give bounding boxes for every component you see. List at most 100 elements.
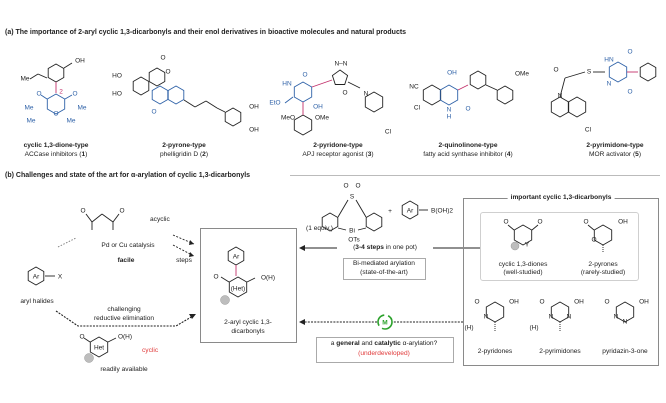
- dashed-arrow: [172, 244, 195, 257]
- bi-reagent-atom: O: [355, 183, 360, 190]
- facile-label: facile: [117, 257, 135, 264]
- compound-1-number: 1: [79, 151, 87, 158]
- arrowhead: [189, 240, 194, 245]
- class-cyclic-diones: cyclic 1,3-diones: [498, 261, 548, 268]
- bond: [83, 337, 91, 343]
- important-box-title: important cyclic 1,3-dicarbonyls: [507, 194, 615, 202]
- pyrimidone-atom: O: [539, 299, 544, 306]
- ar-label: Ar: [233, 254, 240, 261]
- dotted-connector: [57, 237, 77, 248]
- compound-4-atom: NC: [409, 84, 419, 91]
- compound-2-atom: HO: [112, 73, 122, 80]
- pyridazinone-atom: N: [614, 314, 619, 321]
- question-part: α-arylation?: [400, 340, 438, 347]
- compound-4-atom: OMe: [515, 71, 529, 78]
- bi-mediated-line-1: Bi-mediated arylation: [353, 260, 415, 267]
- ar-label: Ar: [33, 274, 40, 281]
- question-box: [316, 337, 454, 363]
- dione-ring: [46, 93, 66, 115]
- benzene-ring: [132, 76, 150, 96]
- bond: [194, 100, 207, 108]
- question-part: and: [359, 340, 375, 347]
- pyridone-ring: [293, 81, 313, 103]
- bond: [37, 73, 48, 79]
- bi-reagent-atom: Bi: [349, 228, 355, 235]
- boronic-acid-label: B(OH)2: [431, 208, 453, 215]
- compound-3-atom: N: [364, 91, 369, 98]
- pyridone-atom: O: [474, 299, 479, 306]
- bond: [357, 227, 367, 231]
- underdeveloped-label: (underdeveloped): [358, 350, 410, 357]
- compound-5-atom: O: [627, 89, 632, 96]
- bond: [183, 99, 196, 108]
- class-2-pyridones: 2-pyridones: [477, 348, 513, 355]
- halide-label: X: [58, 274, 63, 281]
- compound-3-atom: EtO: [269, 100, 280, 107]
- compound-3-atom: OMe: [315, 115, 329, 122]
- compound-5-atom: O: [627, 49, 632, 56]
- bond: [485, 84, 498, 91]
- bond: [337, 199, 349, 218]
- bond: [337, 227, 347, 231]
- catalysis-label: Pd or Cu catalysis: [101, 242, 155, 249]
- compound-2-atom: O: [151, 109, 156, 116]
- benzo-ring: [422, 84, 442, 106]
- catechol-ring: [224, 107, 242, 127]
- steps-in-one-pot-text: in one pot): [383, 244, 417, 251]
- question-part: a: [330, 340, 337, 347]
- bond: [205, 100, 218, 109]
- pyridazinone-atom: OH: [639, 299, 649, 306]
- compound-4-atom: O: [465, 106, 470, 113]
- compound-4-atom: H: [447, 114, 452, 121]
- bond: [587, 224, 595, 231]
- compound-1-atom: OH: [75, 58, 85, 65]
- arrowhead: [299, 319, 305, 325]
- compound-1-atom: O: [36, 91, 41, 98]
- pyridazinone-ring: [615, 301, 635, 323]
- compound-2-number: 2: [200, 151, 208, 158]
- compound-5-atom: Cl: [585, 127, 592, 134]
- arrowhead: [189, 314, 196, 319]
- compound-5-atom: S: [587, 69, 592, 76]
- bond: [220, 276, 230, 283]
- substituent-ball: [220, 295, 230, 305]
- aryl-halides-label: aryl halides: [20, 298, 54, 305]
- compound-1-atom: Me: [26, 118, 35, 125]
- compound-1-atom: O: [72, 91, 77, 98]
- dione-ring: [513, 224, 533, 246]
- substituent-ball: [510, 241, 520, 251]
- compound-2-atom: O: [165, 69, 170, 76]
- compound-3-activity: APJ receptor agonist: [302, 151, 364, 158]
- compound-1-activity: ACCase inhibitors: [24, 151, 78, 158]
- bond: [311, 79, 333, 88]
- pyrimidone-atom: (H): [529, 325, 538, 332]
- phenyl-ring: [469, 70, 487, 90]
- compound-5-atom: O: [553, 67, 558, 74]
- bi-mediated-line-2: (state-of-the-art): [360, 269, 408, 276]
- compound-4-desc: fatty acid synthase inhibitor 4: [423, 151, 512, 159]
- compound-1-atom: O: [53, 111, 58, 118]
- bond: [284, 96, 294, 104]
- pyrimidone-ring: [608, 61, 628, 83]
- compound-3-number: 3: [365, 151, 373, 158]
- class-cyclic-diones-note: (well-studied): [503, 269, 543, 276]
- bi-reagent-atom: O: [343, 183, 348, 190]
- bond: [507, 224, 515, 231]
- compound-4-activity: fatty acid synthase inhibitor: [423, 151, 503, 158]
- pyridazinone-atom: O: [604, 299, 609, 306]
- acyclic-label: acyclic: [150, 216, 170, 223]
- bond: [29, 73, 39, 80]
- compound-5-number: 5: [633, 151, 641, 158]
- class-2-pyrimidones: 2-pyrimidones: [539, 348, 581, 355]
- dimethoxyphenyl-ring: [293, 114, 313, 136]
- pyranone-ring: [167, 85, 185, 105]
- boronic-aryl-ring: [401, 200, 419, 220]
- pyrimidone-atom: N: [567, 314, 572, 321]
- oxadiazole-ring: [331, 69, 349, 85]
- compound-2-atom: OH: [249, 104, 259, 111]
- pyrimidone-atom: N: [549, 314, 554, 321]
- cyclic-atom: O(H): [118, 334, 132, 341]
- class-pyridazinone: pyridazin-3-one: [602, 348, 648, 355]
- pyridine-ring: [364, 91, 384, 113]
